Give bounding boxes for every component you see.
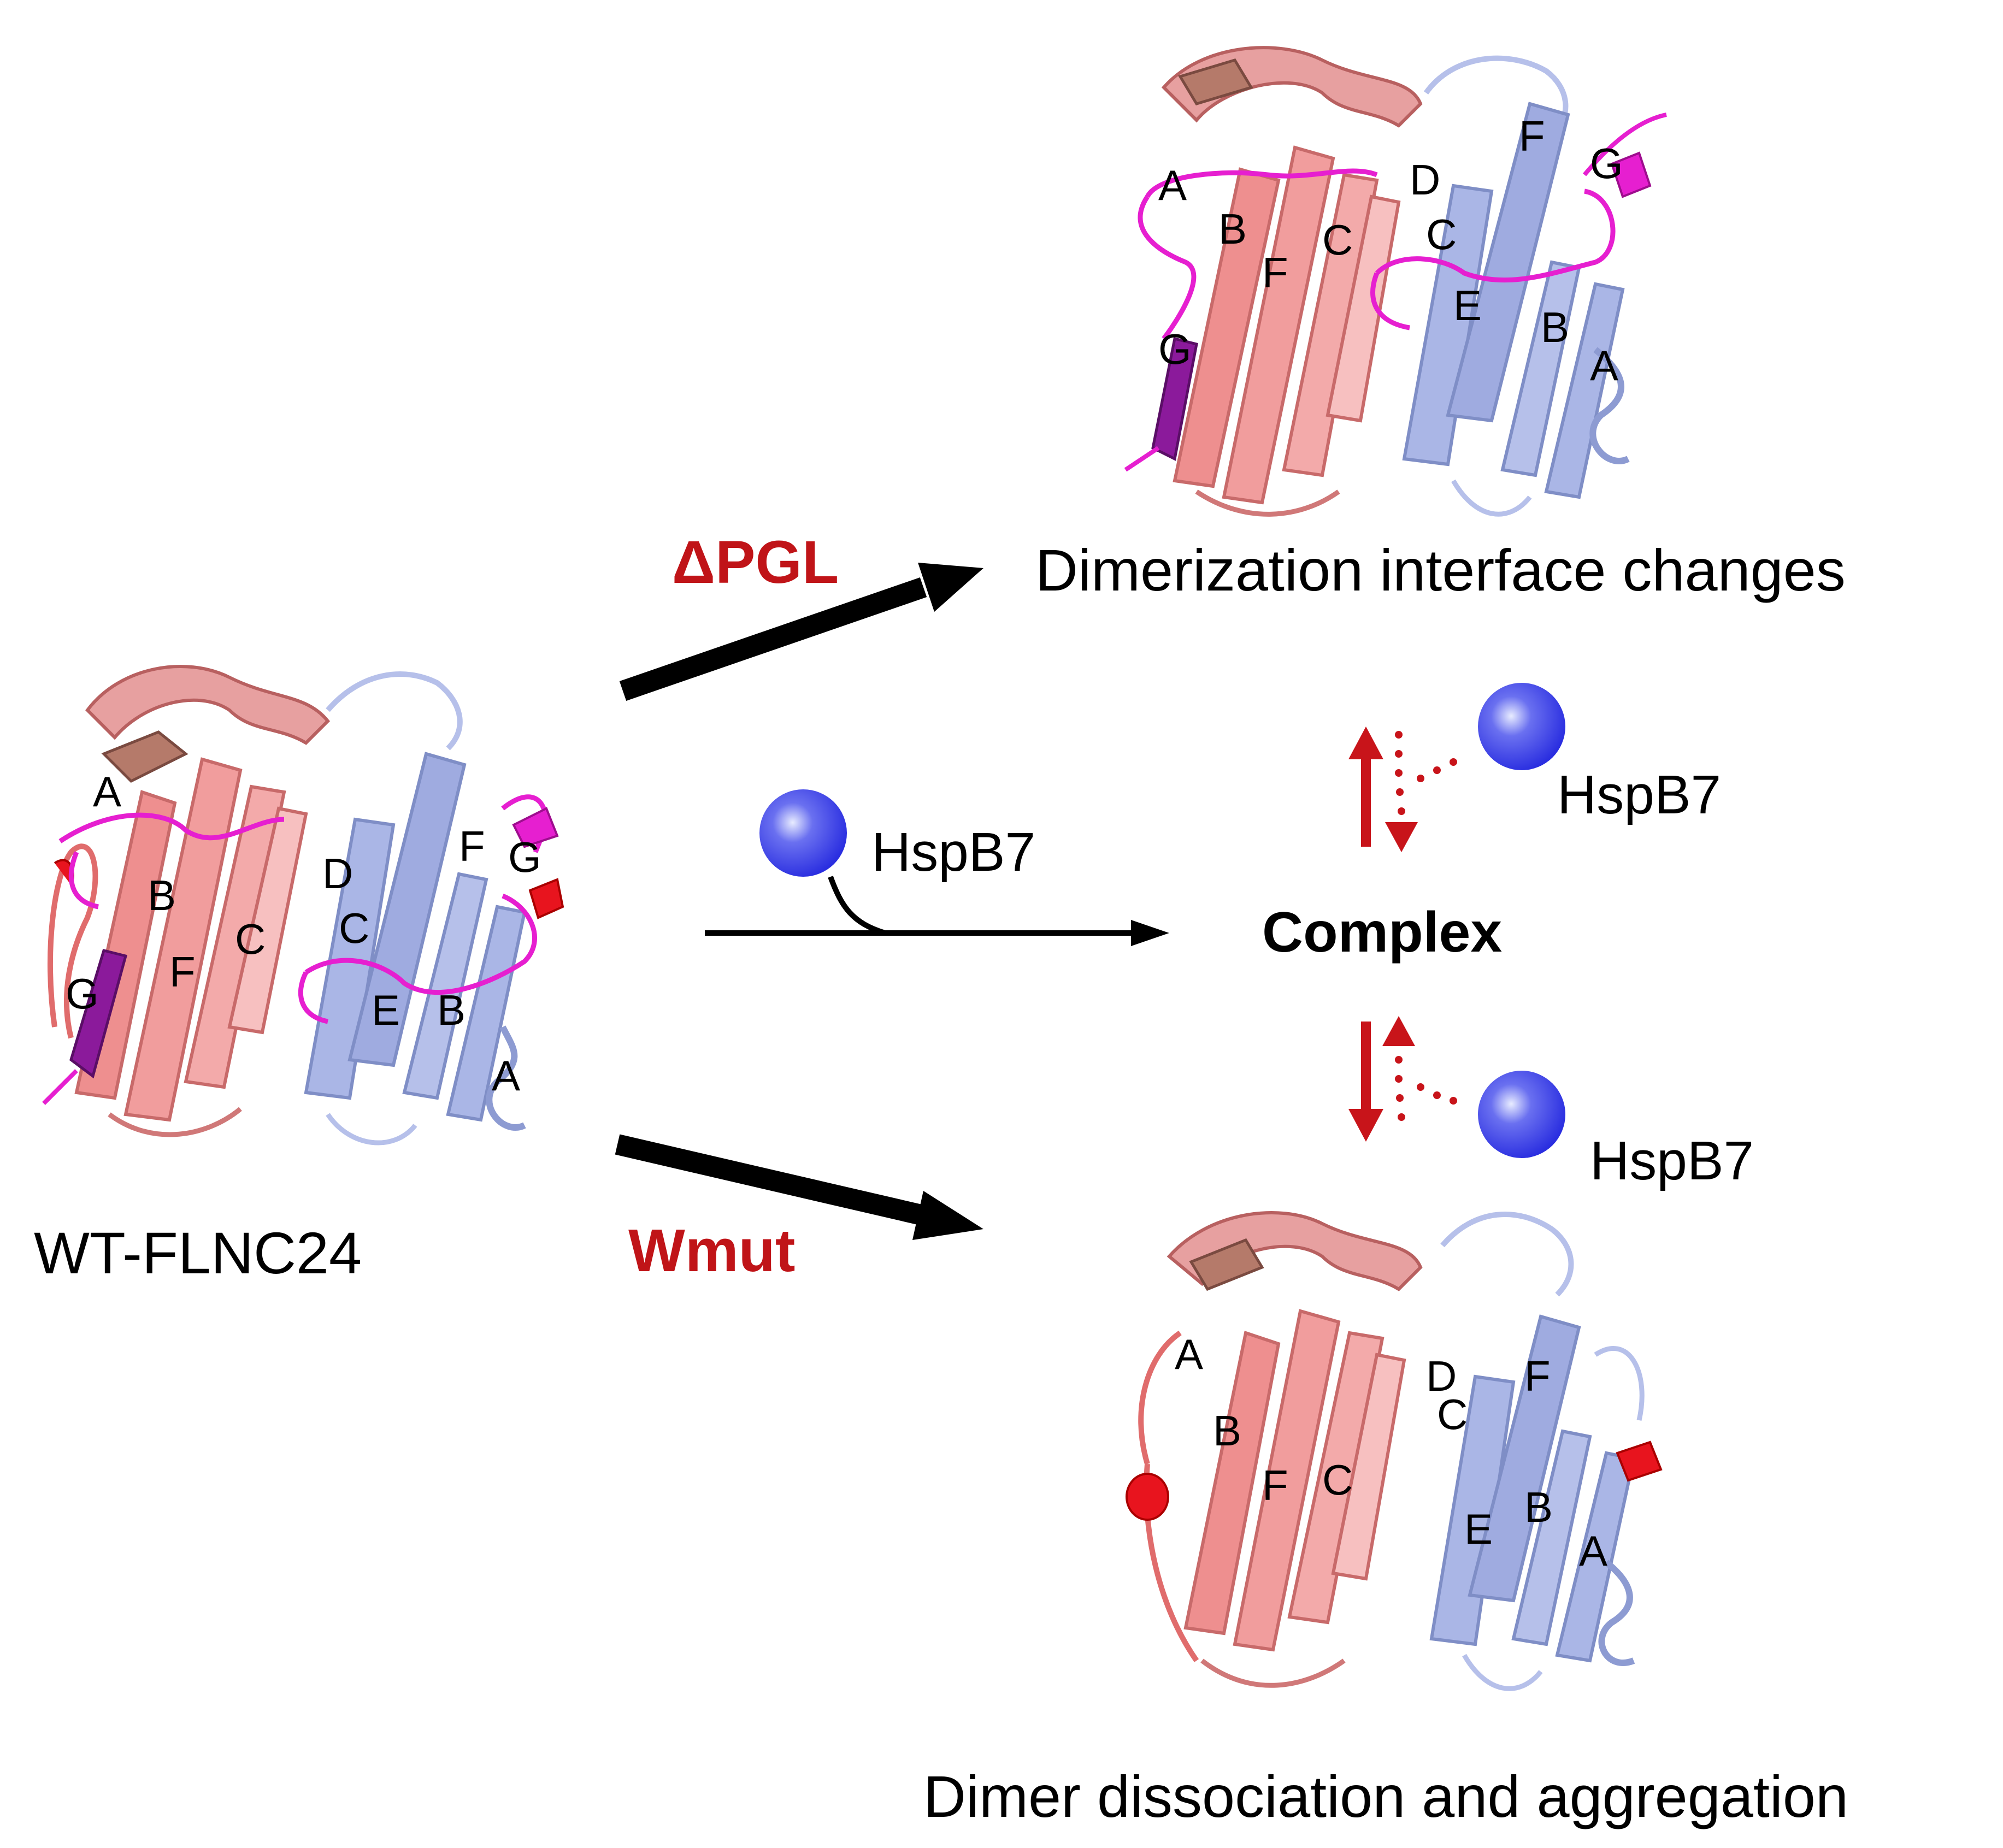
wmut-right-strand-label: E: [1464, 1505, 1493, 1553]
hsp-label-lower: HspB7: [1590, 1130, 1754, 1191]
wt-structure: [42, 665, 564, 1146]
wt-left-strand-label: C: [235, 915, 266, 963]
wmut-left-strand-label: A: [1175, 1330, 1204, 1378]
wmut-caption: Dimer dissociation and aggregation: [923, 1763, 1848, 1829]
hsp-label-upper: HspB7: [1557, 764, 1722, 825]
wt-right-strand-label: E: [372, 986, 400, 1034]
wmut-right-chain: [1429, 1211, 1663, 1691]
wt-right-strand-label: D: [322, 849, 354, 898]
hsp-binding-arrow: [705, 876, 1169, 946]
wmut-left-strand-label: F: [1262, 1461, 1288, 1509]
wmut-structure: [1126, 1211, 1663, 1691]
pgl-left-chain: [1124, 46, 1423, 517]
wt-right-strand-label: A: [492, 1052, 521, 1100]
pgl-structure: [1124, 46, 1667, 517]
pgl-left-strand-label: A: [1158, 161, 1187, 209]
pgl-right-chain: [1370, 55, 1667, 517]
wt-left-strand-label: B: [148, 871, 176, 919]
pgl-left-strand-label: C: [1322, 216, 1353, 264]
wmut-right-strand-label: F: [1524, 1352, 1551, 1400]
pgl-right-strand-label: F: [1519, 112, 1545, 160]
wt-right-strand-label: F: [459, 822, 485, 870]
wmut-left-strand-label: B: [1213, 1407, 1242, 1455]
pgl-right-strand-label: C: [1426, 210, 1457, 258]
hsp-label-pathway: HspB7: [871, 822, 1036, 883]
wt-left-chain: [42, 665, 331, 1137]
wt-structure-label: WT-FLNC24: [34, 1220, 362, 1286]
pgl-caption: Dimerization interface changes: [1035, 537, 1846, 603]
wt-left-strand-label: F: [169, 948, 196, 996]
pgl-label: ΔPGL: [672, 529, 839, 596]
pgl-right-strand-label: A: [1590, 341, 1619, 389]
pgl-right-strand-label: B: [1541, 303, 1570, 351]
wmut-left-strand-label: C: [1322, 1456, 1353, 1504]
wmut-right-strand-label: A: [1579, 1527, 1608, 1575]
equilibrium-arrows-upper: [1348, 727, 1457, 852]
equilibrium-arrows-lower: [1348, 1016, 1457, 1142]
wmut-right-strand-label: B: [1524, 1483, 1553, 1531]
wt-right-chain: [298, 671, 564, 1146]
complex-label: Complex: [1262, 901, 1503, 964]
wmut-right-strand-label: D: [1426, 1352, 1457, 1400]
pgl-arrow: [619, 563, 983, 701]
hsp-sphere-icon: [1478, 683, 1565, 770]
pgl-left-strand-label: B: [1218, 205, 1247, 253]
wt-left-strand-label: G: [66, 970, 99, 1018]
hsp-sphere-icon: [759, 789, 847, 877]
pgl-right-strand-label: E: [1453, 281, 1482, 329]
wt-left-strand-label: A: [93, 767, 122, 816]
wmut-left-chain: [1126, 1211, 1423, 1688]
wt-right-strand-label: G: [508, 833, 541, 881]
hsp-sphere-icon: [1478, 1071, 1565, 1158]
pgl-right-strand-label: D: [1410, 156, 1441, 204]
wmut-label: Wmut: [628, 1217, 796, 1284]
pgl-right-strand-label: G: [1590, 139, 1623, 187]
wmut-arrow: [615, 1134, 983, 1240]
wt-right-strand-label: B: [437, 986, 466, 1034]
wt-right-strand-label: C: [339, 904, 370, 952]
pgl-left-strand-label: G: [1158, 325, 1192, 373]
pgl-left-strand-label: F: [1262, 249, 1288, 297]
wmut-right-strand-label: C: [1437, 1390, 1468, 1438]
